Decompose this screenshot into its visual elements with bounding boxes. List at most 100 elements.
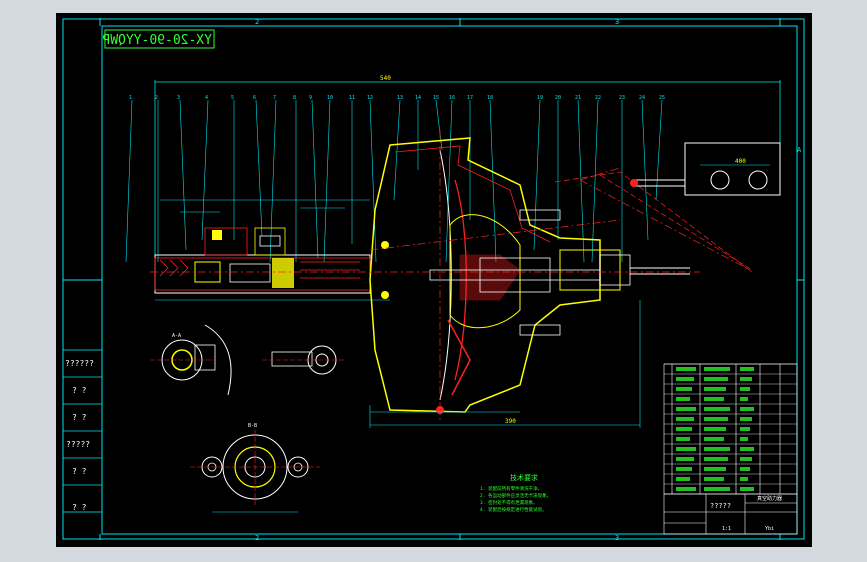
section-view-a [150, 324, 232, 396]
leader-line [591, 99, 599, 263]
bottom-dimension-value: 390 [505, 418, 516, 425]
parts-row-text [704, 477, 724, 481]
parts-row-text [676, 467, 692, 471]
parts-row-text [704, 437, 724, 441]
part-number: 7 [273, 95, 276, 101]
part-number: 12 [367, 95, 373, 101]
tech-note-line: 2. 各运动部件应灵活无卡滞现象。 [480, 492, 551, 499]
part-number: 24 [639, 95, 645, 101]
part-number: 11 [349, 95, 355, 101]
part-number: 13 [397, 95, 403, 101]
parts-row-text [676, 377, 694, 381]
part-number: 9 [309, 95, 312, 101]
parts-row-text [704, 367, 730, 371]
centerlines [150, 130, 751, 420]
part-number: 5 [231, 95, 234, 101]
part-number: 23 [619, 95, 625, 101]
parts-row-text [740, 377, 752, 381]
leader-line [435, 99, 443, 151]
leader-line [641, 99, 649, 241]
title-block-sheet: Ybi [765, 526, 774, 532]
part-number: 21 [575, 95, 581, 101]
leader-line [201, 99, 209, 241]
parts-row-text [704, 387, 726, 391]
parts-row-text [676, 487, 696, 491]
parts-row-text [740, 487, 754, 491]
parts-row-text [704, 447, 730, 451]
parts-row-text [676, 397, 690, 401]
clevis-lever [630, 142, 781, 196]
leader-line [577, 99, 585, 263]
section-label-a: A-A [172, 333, 181, 339]
parts-row-text [704, 377, 728, 381]
left-table-row: ? ? [72, 503, 87, 512]
drawing-code: YX-20-90-YYQWP [102, 33, 212, 48]
part-number: 25 [659, 95, 665, 101]
parts-row-text [704, 457, 728, 461]
parts-row-text [740, 417, 752, 421]
triangle-marker-base [554, 171, 753, 273]
parts-row-text [740, 407, 754, 411]
zone-marker-side-a: A [797, 146, 802, 154]
parts-row-text [740, 427, 750, 431]
left-table-row: ????? [66, 440, 90, 449]
parts-row-text [676, 447, 696, 451]
parts-row-text [740, 477, 748, 481]
technical-requirements: 技术要求 1. 装配前所有零件清洗干净。 2. 各运动部件应灵活无卡滞现象。 3… [480, 473, 551, 513]
leader-line [311, 99, 319, 259]
leader-line [393, 99, 401, 201]
title-block-title: ????? [710, 502, 731, 510]
tech-note-line: 1. 装配前所有零件清洗干净。 [480, 485, 542, 492]
leader-line [255, 99, 263, 237]
leader-line [369, 99, 377, 263]
part-number: 3 [177, 95, 180, 101]
parts-row-text [704, 417, 728, 421]
zone-marker-top-right: 3 [615, 18, 619, 26]
tech-note-line: 3. 密封处不得有泄漏现象。 [480, 499, 538, 506]
part-number: 4 [205, 95, 208, 101]
part-number: 6 [253, 95, 256, 101]
tech-notes-heading: 技术要求 [510, 473, 538, 482]
part-number: 18 [487, 95, 493, 101]
part-number: 14 [415, 95, 421, 101]
parts-row-text [704, 487, 730, 491]
leader-line [269, 99, 277, 263]
parts-row-text [676, 437, 690, 441]
parts-row-text [676, 417, 694, 421]
left-table-row: ? ? [72, 467, 87, 476]
leader-line [489, 99, 497, 263]
leader-line [533, 99, 541, 251]
parts-row-text [704, 407, 730, 411]
parts-row-text [704, 397, 724, 401]
parts-row-text [676, 477, 690, 481]
left-table-row: ? ? [72, 386, 87, 395]
parts-row-text [704, 427, 726, 431]
parts-row-text [740, 387, 750, 391]
part-number: 19 [537, 95, 543, 101]
drawing-code-box: YX-20-90-YYQWP [102, 29, 215, 49]
parts-row-text [676, 427, 692, 431]
title-block-name: 真空助力器 [757, 495, 782, 502]
lever-dimension: 400 [735, 158, 746, 165]
left-revision-table [62, 349, 103, 513]
left-table-row: ?????? [65, 359, 94, 368]
triangle-marker [599, 174, 753, 271]
part-number: 16 [449, 95, 455, 101]
parts-row-text [676, 457, 694, 461]
title-block [663, 493, 798, 535]
overall-dimension-value: 540 [380, 75, 391, 82]
parts-row-text [740, 437, 748, 441]
parts-row-text [676, 387, 692, 391]
part-number: 1 [129, 95, 132, 101]
leader-line [655, 99, 663, 201]
part-number: 17 [467, 95, 473, 101]
drawing-frame [62, 18, 805, 540]
booster-housing [369, 137, 690, 414]
overall-dimension [154, 80, 781, 255]
tech-note-line: 4. 装配后按规定进行性能试验。 [480, 506, 547, 513]
leader-line [323, 99, 331, 263]
title-block-scale: 1:1 [722, 526, 731, 532]
section-label-b: B-B [248, 423, 257, 429]
